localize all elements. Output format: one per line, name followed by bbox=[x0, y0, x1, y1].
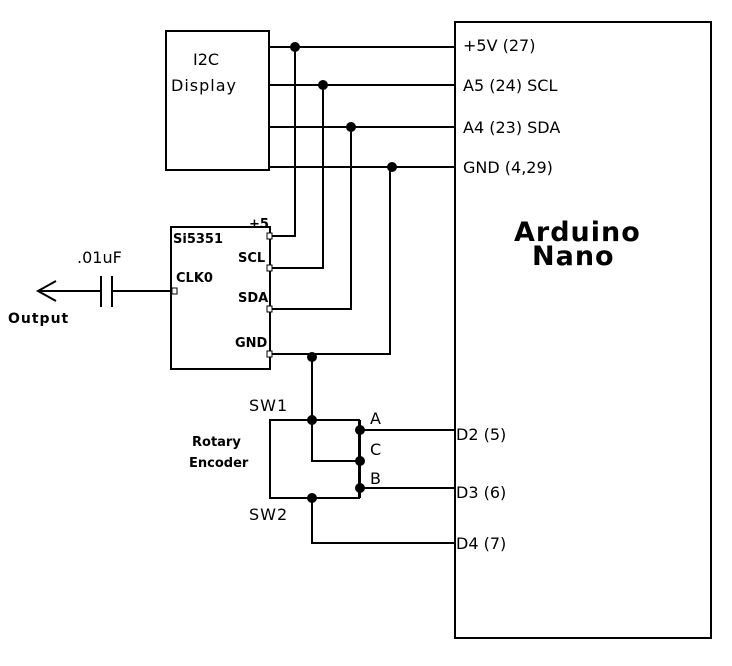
arduino-pin-a5-label: A5 (24) SCL bbox=[463, 76, 557, 95]
encoder-sw1-label: SW1 bbox=[249, 396, 288, 415]
arduino-pin-gnd-label: GND (4,29) bbox=[463, 158, 553, 177]
si5351-pin-gnd bbox=[266, 350, 273, 358]
arduino-pin-d4-label: D4 (7) bbox=[456, 534, 506, 553]
wire-sda-si5351 bbox=[270, 127, 352, 310]
arduino-pin-d3-label: D3 (6) bbox=[456, 483, 506, 502]
arduino-pin-5v-label: +5V (27) bbox=[463, 36, 535, 55]
wire-gnd-si5351 bbox=[270, 167, 391, 355]
junction-gnd bbox=[387, 162, 397, 172]
junction-scl bbox=[318, 80, 328, 90]
si5351-pin-scl bbox=[266, 264, 273, 272]
junction-5v bbox=[290, 42, 300, 52]
wire-encoder-ground bbox=[311, 354, 360, 462]
arduino-pin-d2-label: D2 (5) bbox=[456, 425, 506, 444]
si5351-name: Si5351 bbox=[173, 232, 223, 247]
encoder-pin-a-label: A bbox=[370, 409, 381, 428]
display-label-line1: I2C bbox=[193, 50, 219, 69]
si5351-pin-scl-label: SCL bbox=[238, 251, 265, 266]
wire-scl-si5351 bbox=[270, 85, 324, 269]
arduino-title-line2: Nano bbox=[532, 241, 615, 272]
encoder-label-line1: Rotary bbox=[192, 435, 241, 450]
display-label-line2: Display bbox=[171, 76, 237, 95]
si5351-pin-clk0-label: CLK0 bbox=[176, 271, 213, 286]
encoder-label-line2: Encoder bbox=[189, 456, 249, 471]
si5351-body bbox=[170, 226, 271, 370]
si5351-pin-sda bbox=[266, 305, 273, 313]
junction-encoder-c bbox=[355, 456, 365, 466]
si5351-pin-5v-label: +5 bbox=[249, 217, 269, 232]
junction-sda bbox=[346, 122, 356, 132]
encoder-sw2-label: SW2 bbox=[249, 505, 288, 524]
i2c-display-body bbox=[165, 30, 270, 171]
junction-sw1 bbox=[307, 415, 317, 425]
junction-sw2 bbox=[307, 493, 317, 503]
si5351-pin-5v bbox=[266, 232, 273, 240]
si5351-pin-sda-label: SDA bbox=[238, 291, 268, 306]
wire-5v-si5351 bbox=[270, 47, 296, 237]
output-arrow-icon bbox=[35, 280, 57, 302]
encoder-pin-c-label: C bbox=[370, 440, 381, 459]
junction-encoder-a bbox=[355, 425, 365, 435]
arduino-nano-body bbox=[454, 21, 712, 639]
junction-encoder-b bbox=[355, 483, 365, 493]
si5351-pin-gnd-label: GND bbox=[235, 336, 268, 351]
arduino-title-line1: Arduino bbox=[514, 217, 641, 248]
wire-sw2-d4 bbox=[311, 498, 455, 544]
arduino-pin-a4-label: A4 (23) SDA bbox=[463, 118, 560, 137]
rotary-encoder-body bbox=[269, 419, 360, 499]
encoder-pin-b-label: B bbox=[370, 469, 381, 488]
junction-si5351-gnd bbox=[307, 352, 317, 362]
output-label: Output bbox=[8, 311, 69, 327]
capacitor-value: .01uF bbox=[77, 248, 122, 267]
si5351-pin-clk0 bbox=[171, 287, 178, 295]
